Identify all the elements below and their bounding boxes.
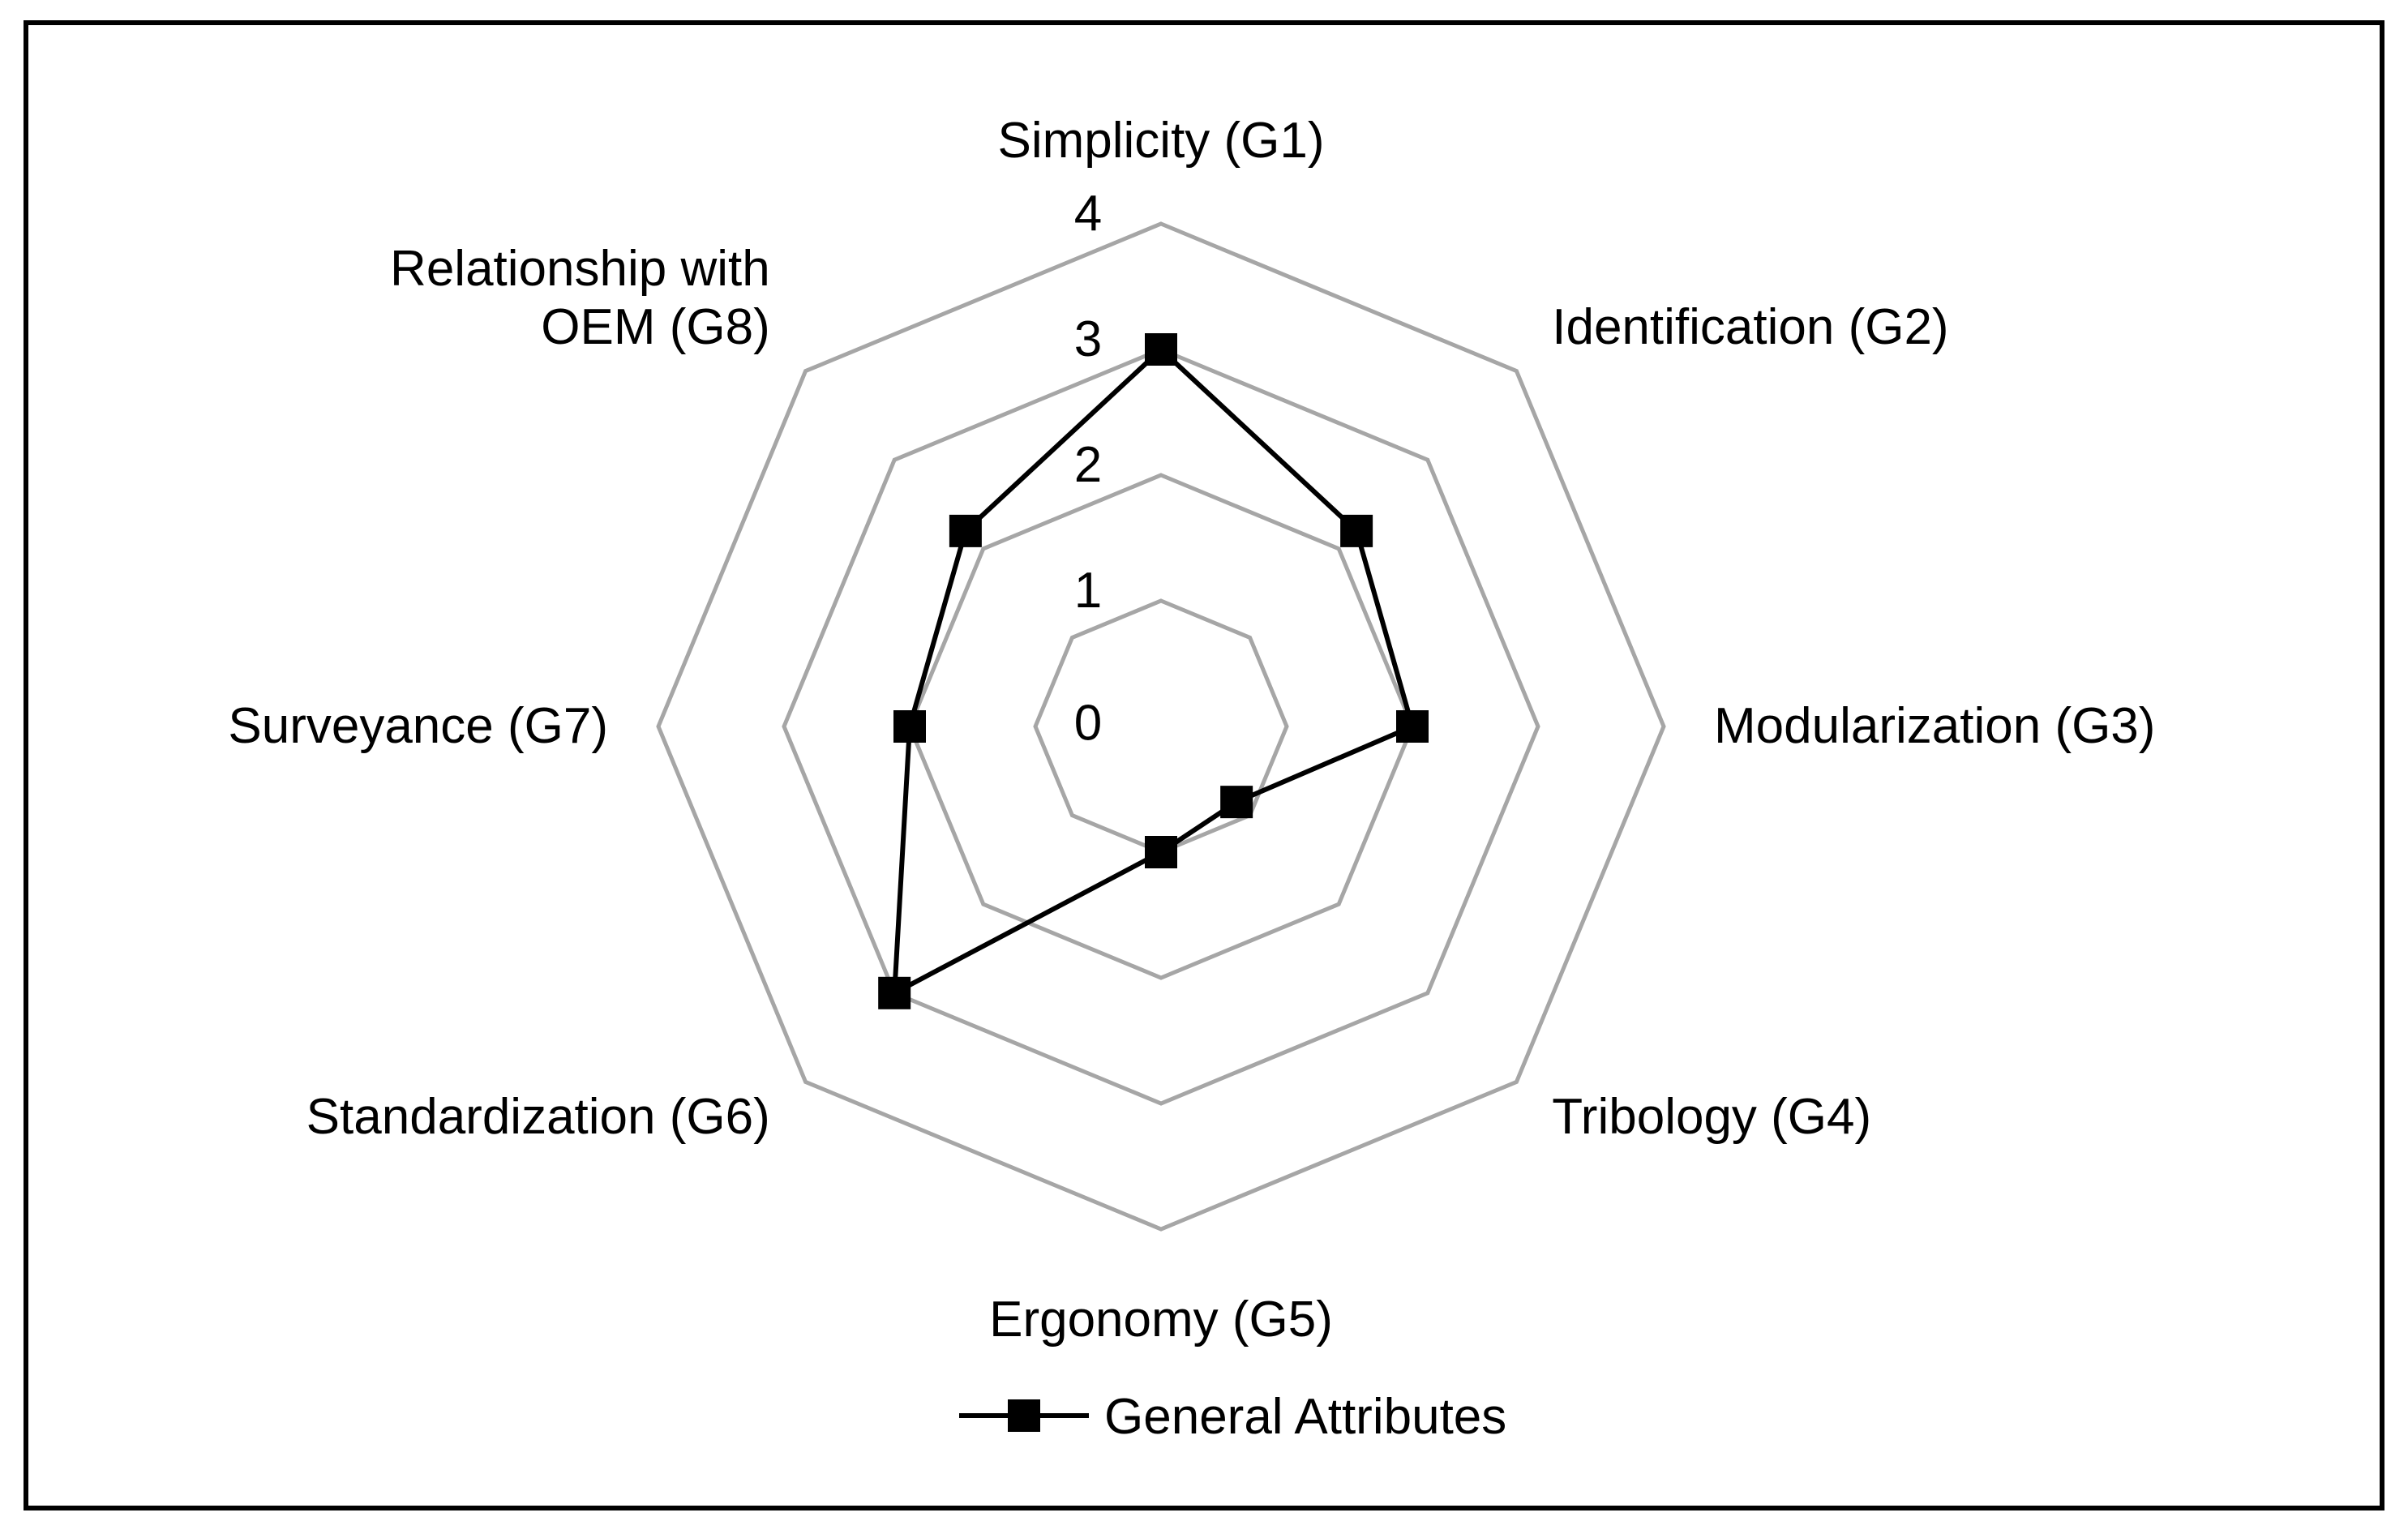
- category-label-identification-g2: Identification (G2): [1552, 299, 1948, 355]
- category-label-modularization-g3: Modularization (G3): [1714, 698, 2155, 754]
- legend-marker: [1008, 1399, 1040, 1432]
- data-point-relationship-with-oem-g8: [949, 514, 982, 547]
- tick-label-2: 2: [1074, 437, 1102, 493]
- category-label-tribology-g4: Tribology (G4): [1552, 1089, 1871, 1145]
- chart-border: [24, 20, 2384, 1510]
- data-point-identification-g2: [1340, 514, 1373, 547]
- category-label-surveyance-g7: Surveyance (G7): [228, 698, 608, 754]
- category-label-ergonomy-g5: Ergonomy (G5): [989, 1292, 1333, 1348]
- tick-label-4: 4: [1074, 186, 1102, 242]
- data-point-modularization-g3: [1396, 710, 1429, 743]
- grid-ring-3: [782, 347, 1540, 1106]
- data-series: [878, 333, 1429, 1009]
- data-point-standardization-g6: [878, 976, 911, 1009]
- radial-tick-labels: 0 1 2 3 4: [1074, 186, 1102, 751]
- tick-label-1: 1: [1074, 563, 1102, 619]
- grid-ring-4: [656, 221, 1666, 1232]
- data-point-ergonomy-g5: [1145, 836, 1177, 868]
- data-point-surveyance-g7: [893, 710, 926, 743]
- category-label-standardization-g6: Standardization (G6): [306, 1089, 770, 1145]
- legend-label: General Attributes: [1104, 1389, 1506, 1445]
- tick-label-0: 0: [1074, 695, 1102, 751]
- category-label-simplicity-g1: Simplicity (G1): [997, 113, 1324, 169]
- tick-label-3: 3: [1074, 311, 1102, 367]
- legend: General Attributes: [959, 1389, 1506, 1445]
- grid-ring-2: [907, 473, 1415, 980]
- data-point-simplicity-g1: [1145, 333, 1177, 366]
- data-point-tribology-g4: [1220, 786, 1253, 819]
- category-labels: Simplicity (G1) Identification (G2) Modula…: [228, 113, 2155, 1348]
